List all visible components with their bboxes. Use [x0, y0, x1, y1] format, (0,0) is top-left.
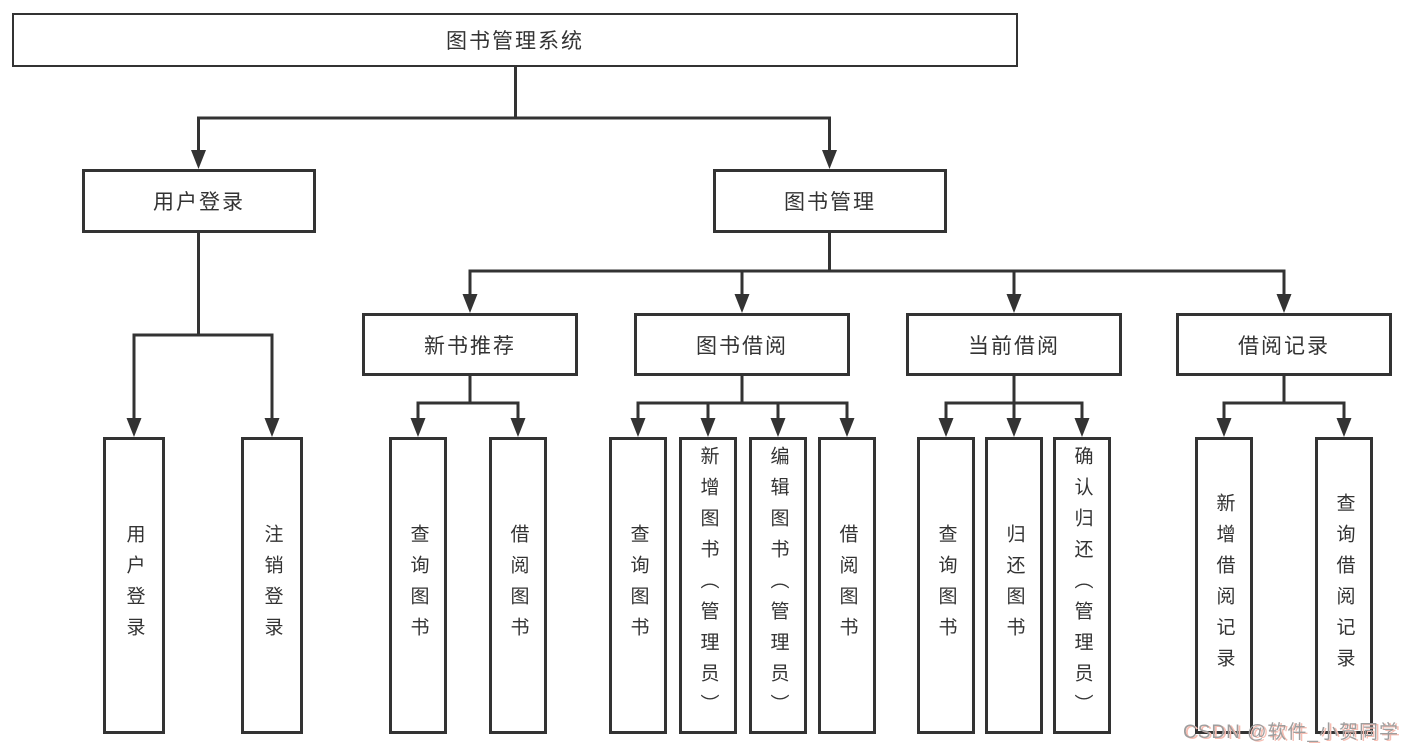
node-user-login: 用户登录	[82, 169, 316, 233]
node-leaf-borrow-books: 借阅图书	[818, 437, 876, 734]
node-root: 图书管理系统	[12, 13, 1018, 67]
node-leaf-confirm-return-admin-label: 确认归还（管理员）	[1071, 446, 1093, 725]
node-borrow-records-label: 借阅记录	[1238, 334, 1330, 358]
node-leaf-user-login-label: 用户登录	[123, 523, 145, 648]
node-current-borrow-label: 当前借阅	[968, 334, 1060, 358]
node-current-borrow: 当前借阅	[906, 313, 1122, 376]
node-leaf-add-borrow-record-label: 新增借阅记录	[1213, 492, 1235, 679]
node-leaf-recommend-query-books: 查询图书	[389, 437, 447, 734]
node-book-borrow: 图书借阅	[634, 313, 850, 376]
node-leaf-edit-books-admin: 编辑图书（管理员）	[749, 437, 807, 734]
node-leaf-recommend-query-books-label: 查询图书	[407, 523, 429, 648]
node-leaf-logout-label: 注销登录	[261, 523, 283, 648]
node-book-management: 图书管理	[713, 169, 947, 233]
node-leaf-current-query-books-label: 查询图书	[935, 523, 957, 648]
node-leaf-query-borrow-record-label: 查询借阅记录	[1333, 492, 1355, 679]
node-leaf-return-books-label: 归还图书	[1003, 523, 1025, 648]
node-book-borrow-label: 图书借阅	[696, 334, 788, 358]
node-root-label: 图书管理系统	[446, 30, 584, 53]
node-leaf-edit-books-admin-label: 编辑图书（管理员）	[767, 446, 789, 725]
node-leaf-add-borrow-record: 新增借阅记录	[1195, 437, 1253, 734]
node-leaf-add-books-admin: 新增图书（管理员）	[679, 437, 737, 734]
node-leaf-current-query-books: 查询图书	[917, 437, 975, 734]
node-leaf-recommend-borrow-books-label: 借阅图书	[507, 523, 529, 648]
node-leaf-query-borrow-record: 查询借阅记录	[1315, 437, 1373, 734]
node-leaf-borrow-books-label: 借阅图书	[836, 523, 858, 648]
node-leaf-recommend-borrow-books: 借阅图书	[489, 437, 547, 734]
node-leaf-return-books: 归还图书	[985, 437, 1043, 734]
node-leaf-borrow-query-books-label: 查询图书	[627, 523, 649, 648]
node-leaf-logout: 注销登录	[241, 437, 303, 734]
csdn-watermark: CSDN @软件_小贺同学	[1183, 722, 1399, 743]
node-borrow-records: 借阅记录	[1176, 313, 1392, 376]
node-new-book-recommend: 新书推荐	[362, 313, 578, 376]
node-user-login-label: 用户登录	[153, 191, 245, 214]
node-new-book-recommend-label: 新书推荐	[424, 334, 516, 358]
tree-edges	[132, 67, 1346, 419]
node-leaf-borrow-query-books: 查询图书	[609, 437, 667, 734]
node-leaf-confirm-return-admin: 确认归还（管理员）	[1053, 437, 1111, 734]
node-leaf-user-login: 用户登录	[103, 437, 165, 734]
node-book-management-label: 图书管理	[784, 191, 876, 214]
node-leaf-add-books-admin-label: 新增图书（管理员）	[697, 446, 719, 725]
